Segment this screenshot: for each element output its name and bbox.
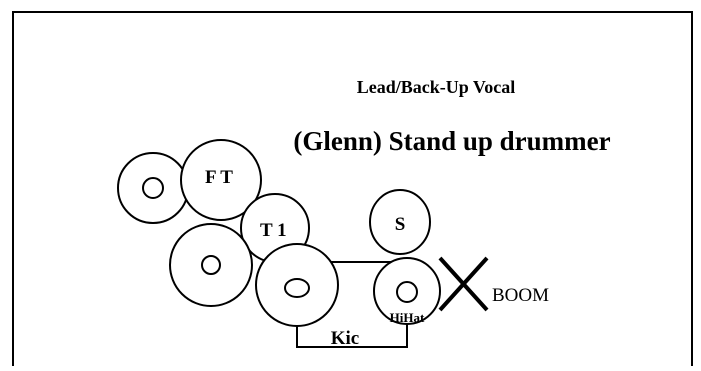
floor-tom-label: F T — [205, 167, 233, 188]
ride-cymbal-center — [284, 278, 310, 298]
snare-label: S — [395, 214, 406, 235]
diagram-title: (Glenn) Stand up drummer — [293, 126, 610, 156]
snare-drum — [369, 189, 431, 255]
left-cymbal-center — [142, 177, 164, 199]
hihat-label: HiHat — [390, 310, 425, 325]
lower-left-cymbal-center — [201, 255, 221, 275]
stage-frame — [12, 11, 693, 366]
boom-stand-icon — [438, 256, 489, 312]
floor-tom — [180, 139, 262, 221]
hihat-center — [396, 281, 418, 303]
drum-kit — [117, 139, 441, 327]
tom-1-label: T 1 — [260, 220, 287, 241]
diagram-subtitle: Lead/Back-Up Vocal — [357, 77, 516, 97]
boom-label: BOOM — [492, 285, 549, 306]
kick-label: Kic — [331, 328, 360, 349]
